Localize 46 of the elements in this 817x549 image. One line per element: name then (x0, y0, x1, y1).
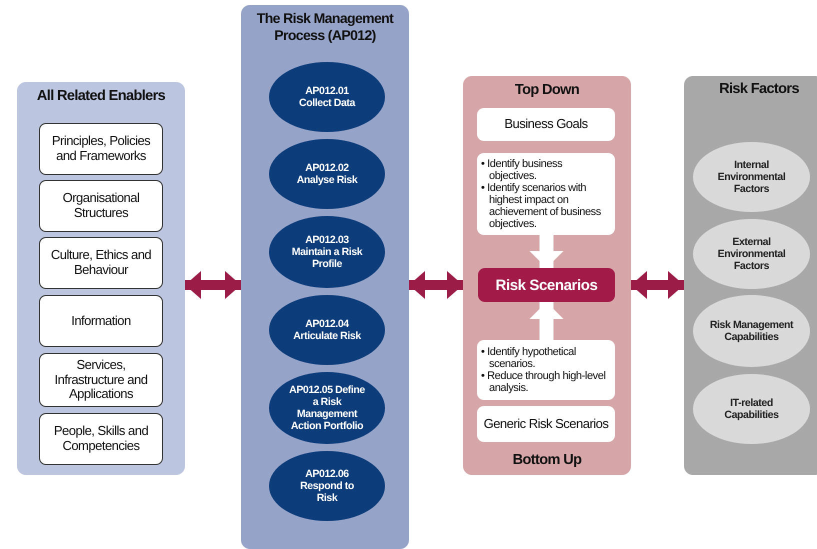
double-arrow (409, 271, 463, 299)
ellipse-label: Risk Management Capabilities (708, 318, 794, 344)
ellipse-label: AP012.06 Respond to Risk (299, 468, 355, 504)
panel-title: The Risk Management Process (AP012) (256, 10, 395, 44)
box-label: Culture, Ethics and Behaviour (50, 248, 152, 278)
enabler-box (39, 123, 163, 175)
ellipse-label: AP012.05 Define a Risk Management Action Portfolio (289, 384, 365, 432)
ellipse-label: IT-related Capabilities (723, 396, 780, 422)
panel (684, 76, 817, 475)
enabler-box (39, 353, 163, 407)
ellipse-label: AP012.03 Maintain a Risk Profile (290, 234, 364, 270)
bullet-item: • Identify hypothetical scenarios. (480, 346, 577, 370)
bullet-item: • Identify business objectives. (480, 158, 564, 182)
bullet-item: • Reduce through high-level analysis. (480, 370, 607, 394)
bullet-item: • Identify scenarios with highest impact on achievement of business objectives. (480, 182, 602, 230)
enabler-box (39, 413, 163, 465)
box-label: Services, Infrastructure and Applications (54, 358, 148, 402)
box-label: Information (70, 314, 132, 328)
box-label: People, Skills and Competencies (52, 424, 150, 454)
enabler-box (39, 180, 163, 232)
box-label: Risk Scenarios (496, 276, 598, 294)
panel (17, 82, 185, 475)
ellipse-label: AP012.01 Collect Data (298, 84, 356, 110)
box-label: Organisational Structures (62, 191, 140, 221)
note-box (477, 153, 615, 235)
panel (241, 5, 409, 549)
double-arrow (185, 271, 241, 299)
box-label: Generic Risk Scenarios (482, 416, 610, 432)
process-box (477, 108, 615, 141)
ellipse-label: Internal Environmental Factors (716, 158, 786, 196)
ellipse-label: AP012.02 Analyse Risk (296, 162, 358, 186)
note-box (477, 340, 615, 400)
panel-title: Risk Factors (719, 81, 799, 98)
ellipse-label: External Environmental Factors (716, 236, 786, 272)
box-label: Principles, Policies and Frameworks (50, 134, 152, 164)
double-arrow (631, 271, 684, 299)
ellipse-label: AP012.04 Articulate Risk (292, 318, 362, 342)
panel-title: Top Down (514, 82, 580, 100)
box-label: Business Goals (503, 117, 589, 132)
panel (463, 76, 631, 475)
panel-title: All Related Enablers (36, 88, 166, 106)
enabler-box (39, 295, 163, 347)
highlight-box (478, 268, 615, 302)
enabler-box (39, 237, 163, 289)
panel-title: Bottom Up (512, 452, 582, 469)
process-box (477, 406, 615, 442)
